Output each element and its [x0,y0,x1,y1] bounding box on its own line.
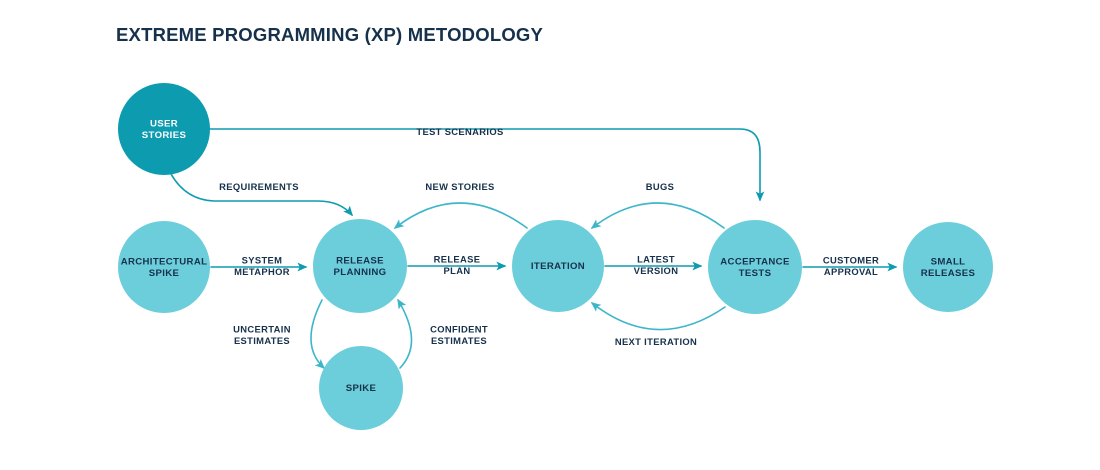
node-label-line2: PLANNING [334,267,387,278]
edge-new-stories [393,202,528,229]
page-title: EXTREME PROGRAMMING (XP) METODOLOGY [116,24,544,45]
edge-label-line1: SYSTEM [242,255,283,266]
edge-label-line1: UNCERTAIN [233,324,291,335]
node-label-line1: ACCEPTANCE [720,256,790,267]
edge-label-new-stories: NEW STORIES [425,181,494,192]
edge-label-line1: CUSTOMER [823,255,879,266]
edge-requirements [170,173,353,217]
node-circle-user-stories[interactable] [118,83,210,175]
edge-label-line1: NEXT ITERATION [615,336,697,347]
node-circle-spike[interactable] [319,346,403,430]
node-label-line1: USER [150,118,178,129]
node-spike[interactable]: SPIKE [319,346,403,430]
edge-label-line1: RELEASE [434,254,481,265]
edge-label-line1: LATEST [637,254,675,265]
edge-label-bugs: BUGS [646,181,675,192]
edge-label-test-scenarios: TEST SCENARIOS [416,126,503,137]
edge-confident-estimates [397,298,413,369]
node-label-line1: ITERATION [531,261,585,272]
edge-label-requirements: REQUIREMENTS [219,181,299,192]
edge-label-line2: VERSION [634,266,679,277]
node-label-line2: TESTS [739,268,772,279]
edge-next-iteration [590,302,726,331]
node-label-line2: SPIKE [149,268,180,279]
edges-layer [170,128,898,369]
edge-label-line2: APPROVAL [824,267,878,278]
edge-label-next-iteration: NEXT ITERATION [615,336,697,347]
edge-label-line1: TEST SCENARIOS [416,126,503,137]
edge-bugs [590,202,725,229]
edge-label-line1: NEW STORIES [425,181,494,192]
node-circle-release-planning[interactable] [313,219,407,313]
edge-label-line1: REQUIREMENTS [219,181,299,192]
edge-test-scenarios [209,128,765,202]
node-label-spike: SPIKE [346,383,377,394]
node-circle-acceptance-tests[interactable] [708,220,802,314]
edge-label-line2: METAPHOR [234,267,290,278]
node-label-line1: SMALL [931,256,966,267]
node-iteration[interactable]: ITERATION [512,220,604,312]
edge-label-line2: ESTIMATES [431,336,487,347]
node-circle-iteration[interactable] [512,220,604,312]
node-label-iteration: ITERATION [531,261,585,272]
node-label-line1: RELEASE [336,255,384,266]
node-label-line2: STORIES [142,130,187,141]
node-label-line2: RELEASES [921,268,976,279]
node-label-line1: SPIKE [346,383,377,394]
node-circle-architectural-spike[interactable] [118,221,210,313]
node-label-line1: ARCHITECTURAL [121,256,208,267]
edge-label-line1: BUGS [646,181,675,192]
edge-label-line2: ESTIMATES [234,336,290,347]
node-circle-small-releases[interactable] [903,222,993,312]
edge-uncertain-estimates [310,299,326,369]
edge-label-line2: PLAN [444,266,471,277]
edge-label-line1: CONFIDENT [430,324,488,335]
